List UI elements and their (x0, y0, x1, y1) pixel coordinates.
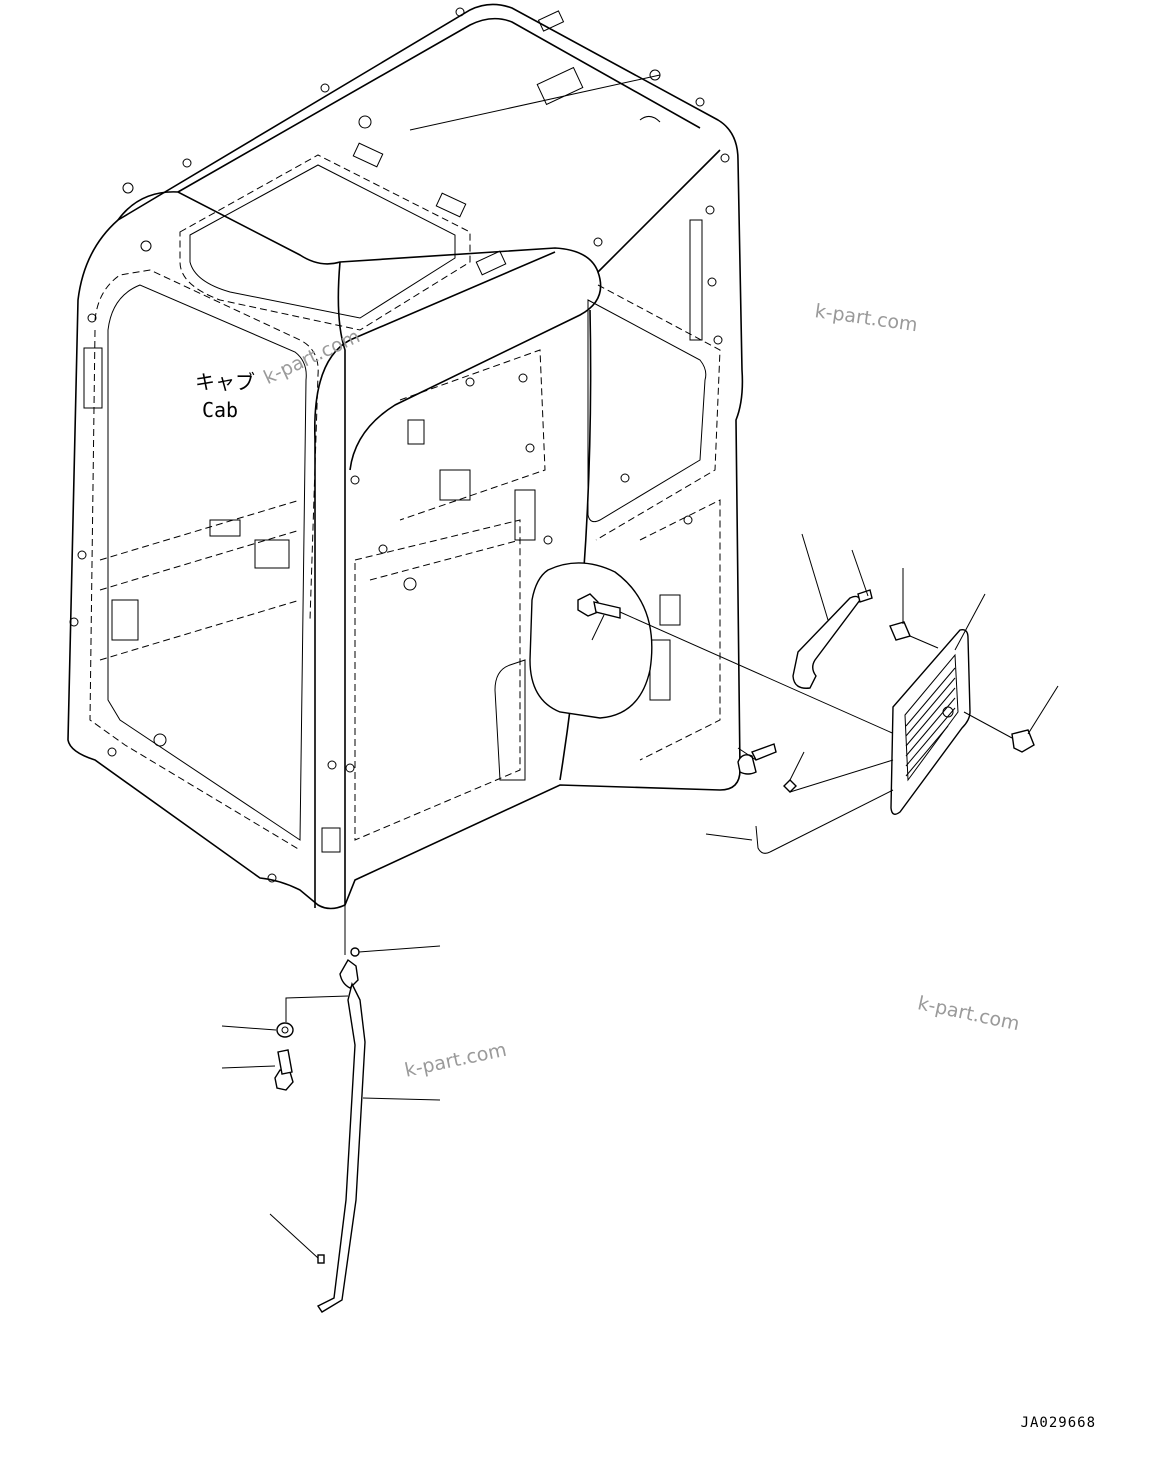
push-clip (963, 685, 1059, 753)
pin (269, 1213, 325, 1264)
frame-bolt-holes (69, 7, 730, 883)
louver-cover (890, 593, 986, 815)
hook-bracket (705, 789, 894, 854)
frame-brackets (83, 10, 703, 853)
cab-label-japanese: キャブ (195, 370, 255, 394)
cab-label-english: Cab (201, 398, 239, 422)
plate-bolt (577, 593, 909, 741)
drawing-code: JA029668 (1020, 1415, 1096, 1431)
mount-plate (529, 562, 653, 719)
rod-assembly (285, 905, 441, 1313)
bolt (221, 1049, 294, 1091)
spring-clip (889, 568, 939, 649)
screw-with-nut (737, 743, 894, 793)
seal-strip (792, 533, 873, 689)
cab-frame (67, 3, 744, 910)
washer (221, 1022, 294, 1038)
louver-slats (905, 667, 956, 777)
